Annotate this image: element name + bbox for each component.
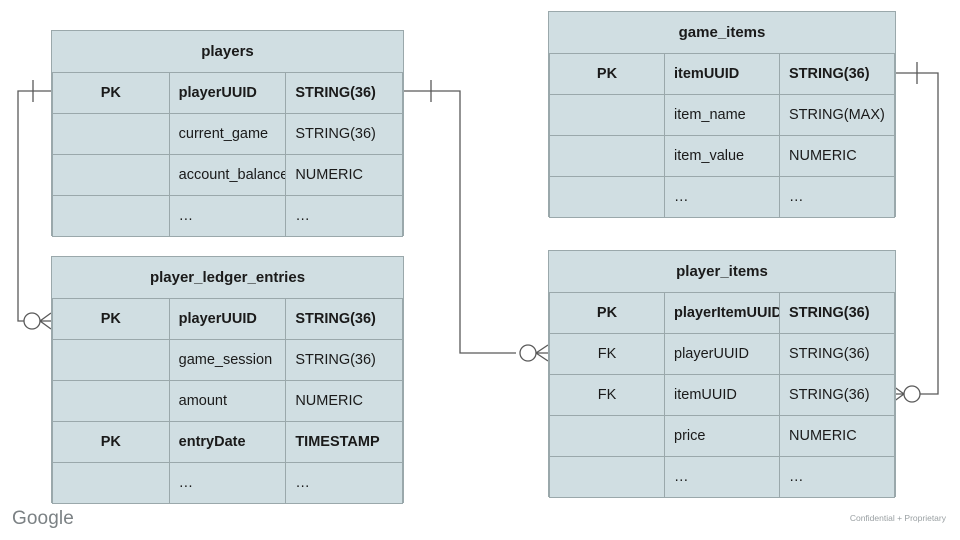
row-key <box>52 153 170 196</box>
row-type: STRING(36) <box>285 297 403 340</box>
row-key <box>549 414 665 457</box>
row-key <box>549 455 665 498</box>
row-key: FK <box>549 373 665 416</box>
row-key <box>52 461 170 504</box>
row-type: … <box>779 175 895 218</box>
table-row[interactable]: game_session STRING(36) <box>52 338 403 381</box>
entity-title-row: players <box>52 31 403 73</box>
entity-title-row: player_items <box>549 251 895 293</box>
table-row[interactable]: FK itemUUID STRING(36) <box>549 373 895 416</box>
entity-game-items-table: game_items PK itemUUID STRING(36) item_n… <box>549 12 895 218</box>
entity-game-items-title: game_items <box>549 12 895 54</box>
row-key <box>549 93 665 136</box>
entity-player-ledger-entries-title: player_ledger_entries <box>52 257 403 299</box>
row-key: PK <box>52 297 170 340</box>
entity-player-ledger-entries-table: player_ledger_entries PK playerUUID STRI… <box>52 257 403 504</box>
row-name: account_balance <box>168 153 287 196</box>
row-type: STRING(36) <box>779 373 895 416</box>
table-row[interactable]: item_name STRING(MAX) <box>549 93 895 136</box>
table-row[interactable]: PK itemUUID STRING(36) <box>549 52 895 95</box>
row-name: itemUUID <box>664 373 780 416</box>
row-key: PK <box>549 291 665 334</box>
row-key <box>52 338 170 381</box>
table-row[interactable]: … … <box>549 455 895 498</box>
row-name: current_game <box>168 112 287 155</box>
row-type: STRING(MAX) <box>779 93 895 136</box>
row-type: STRING(36) <box>779 291 895 334</box>
table-row[interactable]: current_game STRING(36) <box>52 112 403 155</box>
table-row[interactable]: … … <box>52 461 403 504</box>
table-row[interactable]: PK entryDate TIMESTAMP <box>52 420 403 463</box>
row-key: PK <box>549 52 665 95</box>
row-key: PK <box>52 420 170 463</box>
row-name: itemUUID <box>664 52 780 95</box>
table-row[interactable]: PK playerItemUUID STRING(36) <box>549 291 895 334</box>
row-type: … <box>285 194 403 237</box>
connector-game-items-to-player-items <box>892 62 939 403</box>
table-row[interactable]: account_balance NUMERIC <box>52 153 403 196</box>
entity-player-items-table: player_items PK playerItemUUID STRING(36… <box>549 251 895 498</box>
row-type: TIMESTAMP <box>285 420 403 463</box>
row-name: playerUUID <box>168 71 287 114</box>
entity-player-items-title: player_items <box>549 251 895 293</box>
row-key <box>52 112 170 155</box>
row-name: item_value <box>664 134 780 177</box>
row-name: playerUUID <box>664 332 780 375</box>
table-row[interactable]: item_value NUMERIC <box>549 134 895 177</box>
table-row[interactable]: … … <box>52 194 403 237</box>
row-name: playerItemUUID <box>664 291 780 334</box>
entity-players-title: players <box>52 31 403 73</box>
entity-title-row: game_items <box>549 12 895 54</box>
row-type: NUMERIC <box>779 134 895 177</box>
row-key <box>52 379 170 422</box>
row-type: STRING(36) <box>285 338 403 381</box>
row-name: amount <box>168 379 287 422</box>
entity-player-ledger-entries[interactable]: player_ledger_entries PK playerUUID STRI… <box>51 256 404 504</box>
table-row[interactable]: amount NUMERIC <box>52 379 403 422</box>
entity-players[interactable]: players PK playerUUID STRING(36) current… <box>51 30 404 237</box>
confidentiality-note: Confidential + Proprietary <box>849 513 946 523</box>
row-key: PK <box>52 71 170 114</box>
row-type: NUMERIC <box>779 414 895 457</box>
row-type: STRING(36) <box>285 71 403 114</box>
row-type: … <box>285 461 403 504</box>
entity-game-items[interactable]: game_items PK itemUUID STRING(36) item_n… <box>548 11 896 218</box>
row-name: playerUUID <box>168 297 287 340</box>
connector-players-to-player-items <box>404 80 549 362</box>
row-name: … <box>664 175 780 218</box>
row-key <box>52 194 170 237</box>
row-type: STRING(36) <box>779 52 895 95</box>
row-type: STRING(36) <box>285 112 403 155</box>
connector-players-to-ledger <box>17 80 52 330</box>
row-key <box>549 175 665 218</box>
table-row[interactable]: … … <box>549 175 895 218</box>
row-name: game_session <box>168 338 287 381</box>
row-name: item_name <box>664 93 780 136</box>
row-key <box>549 134 665 177</box>
row-type: … <box>779 455 895 498</box>
row-key: FK <box>549 332 665 375</box>
entity-title-row: player_ledger_entries <box>52 257 403 299</box>
row-type: NUMERIC <box>285 379 403 422</box>
google-logo: Google <box>12 508 74 529</box>
table-row[interactable]: PK playerUUID STRING(36) <box>52 297 403 340</box>
row-name: … <box>168 461 287 504</box>
table-row[interactable]: price NUMERIC <box>549 414 895 457</box>
table-row[interactable]: FK playerUUID STRING(36) <box>549 332 895 375</box>
row-name: price <box>664 414 780 457</box>
entity-players-table: players PK playerUUID STRING(36) current… <box>52 31 403 237</box>
row-name: … <box>168 194 287 237</box>
row-name: … <box>664 455 780 498</box>
row-type: NUMERIC <box>285 153 403 196</box>
row-name: entryDate <box>168 420 287 463</box>
table-row[interactable]: PK playerUUID STRING(36) <box>52 71 403 114</box>
entity-player-items[interactable]: player_items PK playerItemUUID STRING(36… <box>548 250 896 498</box>
row-type: STRING(36) <box>779 332 895 375</box>
